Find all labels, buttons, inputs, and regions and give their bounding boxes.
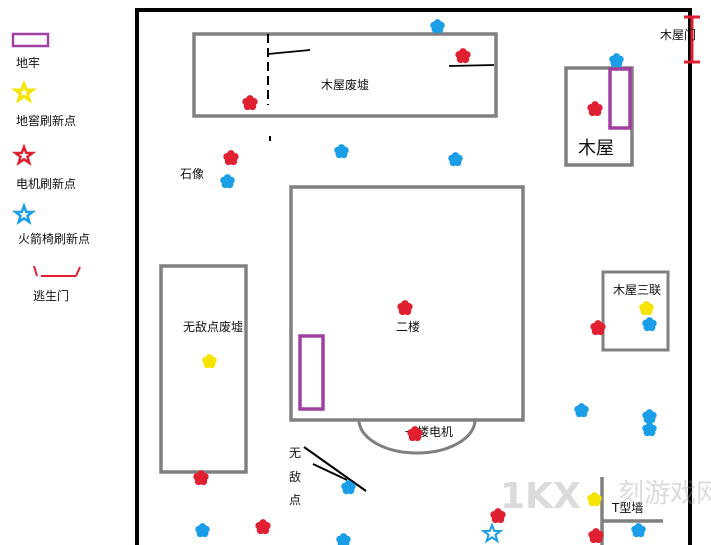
cabin [564, 66, 634, 167]
rocket-chair-spawn-icon [642, 422, 657, 437]
outer-wall [135, 8, 692, 545]
cabin-ruins-label: 木屋废墟 [321, 77, 369, 92]
no-invincible-ruins [159, 264, 248, 474]
rocket-chair-spawns [195, 19, 657, 545]
generator-spawn-icon [255, 519, 271, 535]
rocket-chair-star-icon [480, 522, 504, 544]
generator-spawn-icon [397, 300, 413, 316]
second-floor-label: 二楼 [396, 319, 420, 334]
generator-spawn-icon [242, 95, 258, 111]
watermark-logo: 1KX [500, 476, 581, 517]
first-floor-generator-room [357, 419, 477, 455]
no-invincible-ruins-label: 无敌点废墟 [183, 319, 243, 334]
invincible-point-walls [303, 446, 367, 492]
legend: 地牢 地窖刷新点 电机刷新点 火箭椅刷新点 逃生门 [11, 32, 90, 303]
invincible-point-label-3: 点 [289, 493, 301, 507]
triple-cabin-label: 木屋三联 [613, 283, 661, 297]
generator-spawns [193, 48, 606, 544]
rocket-chair-legend-star-icon [11, 202, 37, 226]
rocket-chair-spawn-icon [574, 403, 589, 418]
watermark: 1KX 刻游戏网 [500, 476, 711, 517]
rocket-chair-spawn-icon [609, 53, 624, 68]
hatch-spawn-icon [639, 301, 654, 316]
generator-spawn-icon [587, 101, 603, 117]
rocket-chair-spawn-icon [220, 174, 235, 189]
rocket-chair-spawn-icon [336, 533, 351, 545]
hatch-spawns [202, 301, 654, 507]
t-wall-label: T型墙 [611, 501, 643, 515]
watermark-text: 刻游戏网 [618, 479, 711, 509]
rocket-chair-spawn-icon [631, 523, 646, 538]
second-floor-dungeon [298, 334, 325, 411]
invincible-point-label-2: 敌 [289, 469, 301, 484]
legend-dungeon-label: 地牢 [16, 55, 40, 70]
generator-legend-star-icon [11, 143, 37, 167]
legend-rocket-chair-label: 火箭椅刷新点 [18, 231, 90, 246]
cabin-dungeon [608, 67, 632, 130]
rocket-chair-spawn-icon [195, 523, 210, 538]
invincible-point-label-1: 无 [289, 446, 301, 460]
triple-cabin [601, 270, 670, 352]
hatch-spawn-icon [587, 492, 602, 507]
generator-spawn-icon [223, 150, 239, 166]
statue-label: 石像 [180, 167, 204, 181]
legend-hatch-label: 地窖刷新点 [16, 113, 76, 128]
rocket-chair-spawn-icon [642, 317, 657, 332]
cabin-ruins [192, 32, 498, 141]
rocket-chair-spawn-icon [642, 409, 657, 424]
cabin-label: 木屋 [578, 138, 614, 159]
rocket-chair-spawn-icon [448, 152, 463, 167]
rocket-chair-spawn-icon [430, 19, 445, 34]
second-floor-building [289, 185, 525, 455]
legend-generator-label: 电机刷新点 [16, 176, 76, 191]
exit-gate-legend-icon [33, 265, 81, 277]
cabin-gate-exit [684, 15, 700, 64]
legend-exit-gate-label: 逃生门 [33, 288, 69, 303]
hatch-spawn-icon [202, 354, 217, 369]
generator-spawn-icon [455, 48, 471, 64]
hatch-legend-star-icon [11, 79, 37, 104]
dungeon-legend-swatch [11, 32, 50, 48]
rocket-chair-spawn-icon [334, 144, 349, 159]
cabin-gate-label: 木屋门 [660, 27, 696, 42]
